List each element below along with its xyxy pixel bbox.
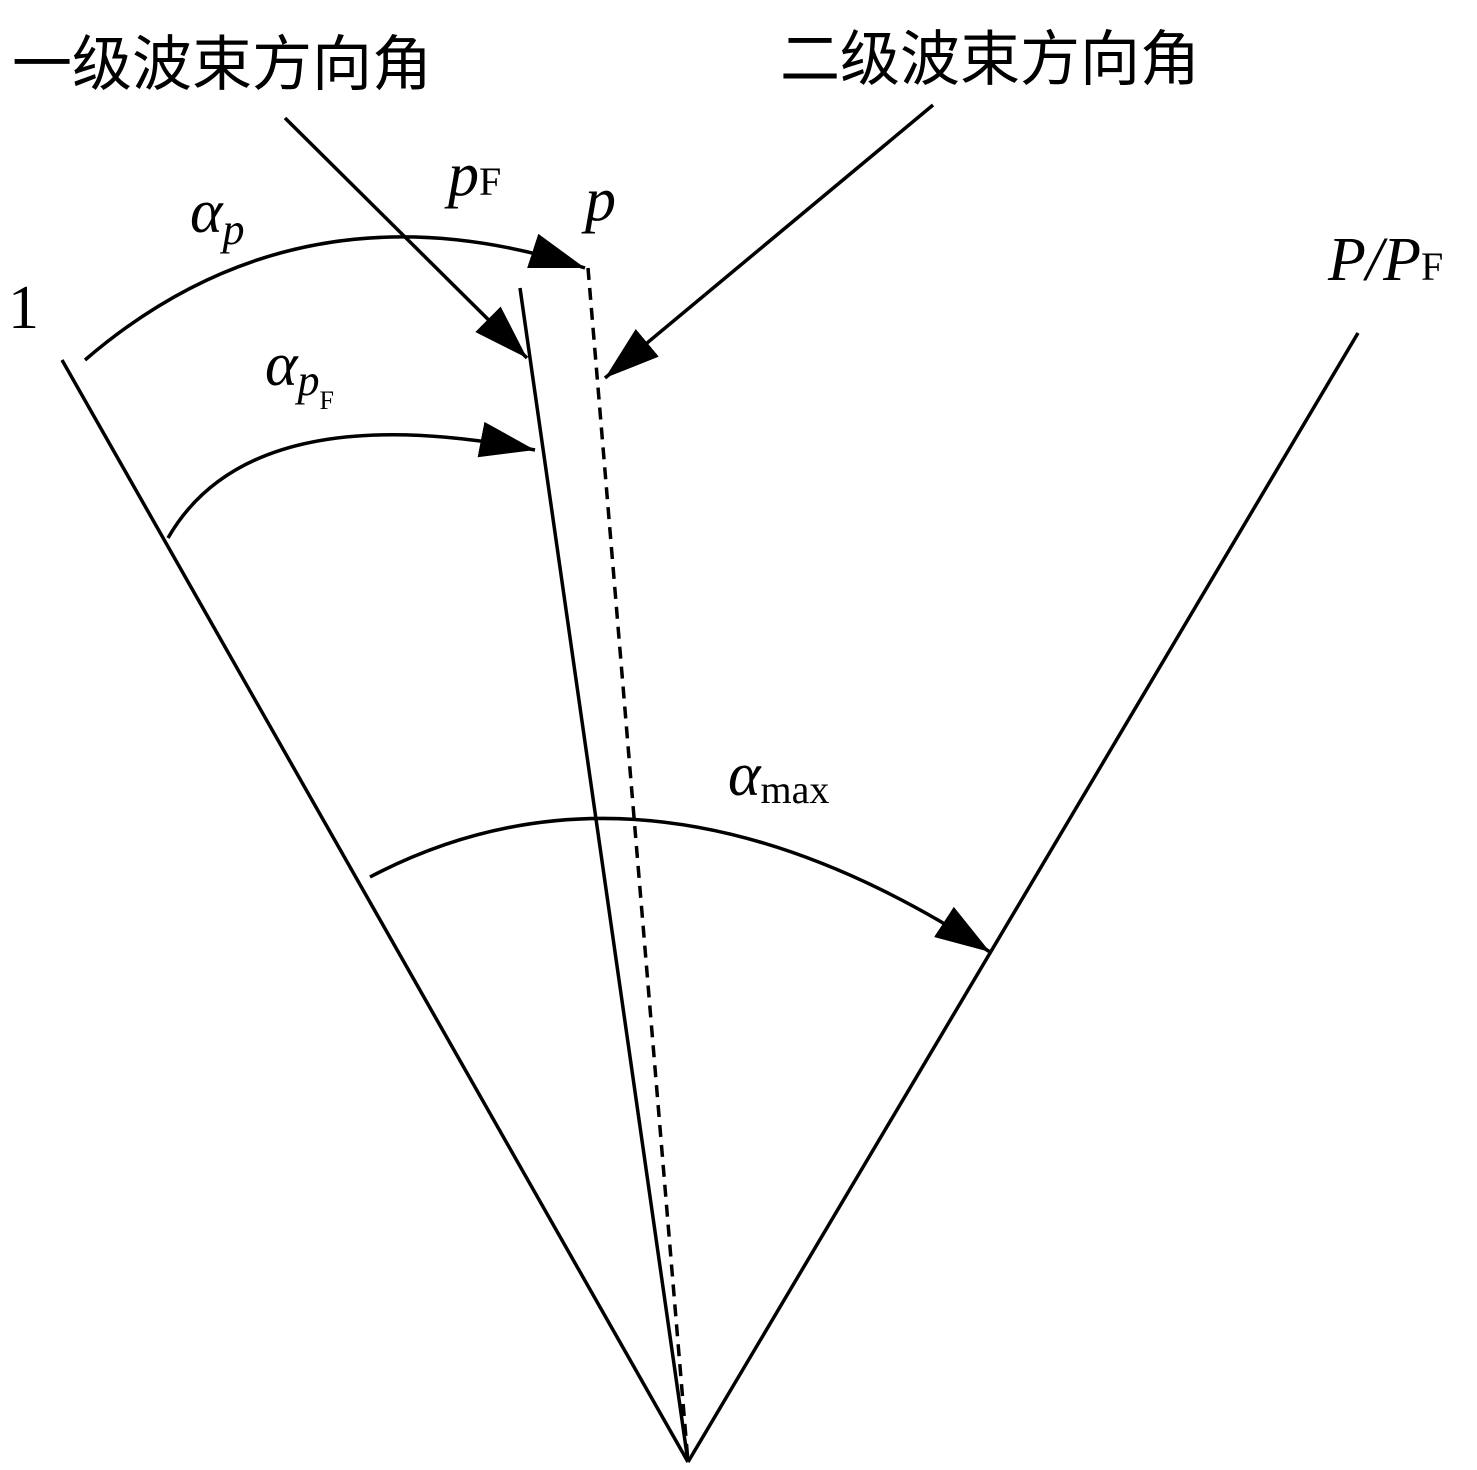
pointer-secondary — [603, 103, 935, 380]
label-p: p — [581, 166, 616, 234]
label-1: 1 — [8, 274, 39, 342]
label-primary-beam-angle: 一级波束方向角 — [12, 30, 432, 100]
ray-P-over-PF — [686, 332, 1360, 1463]
label-pF: pF — [444, 141, 501, 209]
label-alpha-p: αp — [190, 178, 245, 254]
label-alpha-pF: αpF — [265, 331, 334, 415]
ray-1 — [60, 359, 690, 1463]
arc-alpha-p — [83, 233, 586, 362]
arc-alpha-max — [369, 816, 991, 954]
ray-pf-solid — [518, 287, 690, 1463]
label-secondary-beam-angle: 二级波束方向角 — [780, 25, 1200, 95]
label-P-over-PF: P/PF — [1327, 226, 1443, 294]
arc-alpha-pf — [166, 421, 536, 539]
label-alpha-max: αmax — [728, 741, 829, 812]
pointer-primary — [283, 116, 529, 360]
